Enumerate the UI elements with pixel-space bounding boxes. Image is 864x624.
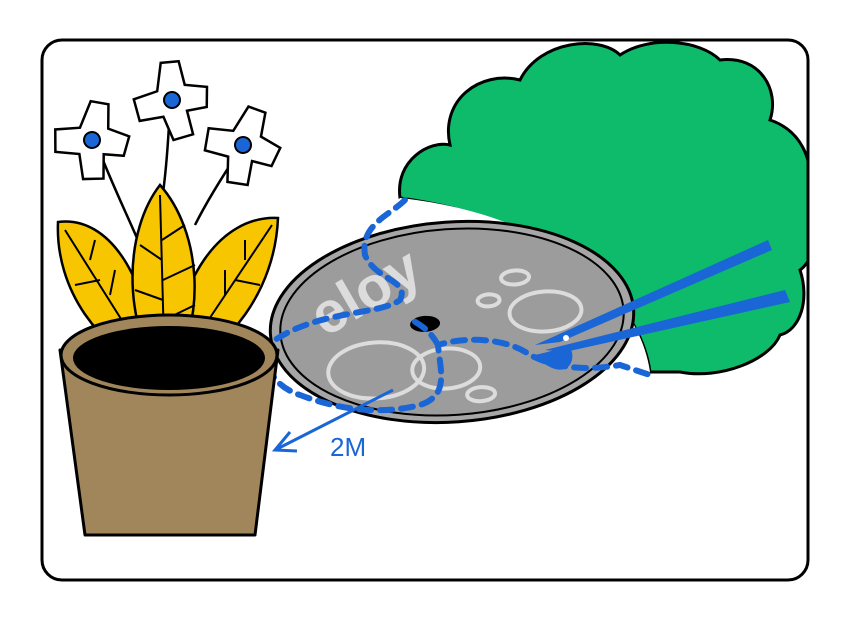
charging-disk xyxy=(268,219,636,425)
flower-pot xyxy=(58,313,280,537)
boundary-wire-path xyxy=(265,197,653,414)
distance-arrow xyxy=(271,388,394,453)
disk-circles xyxy=(326,268,584,404)
leaf-veins xyxy=(64,194,273,381)
flower xyxy=(54,99,131,181)
robot-mower-icon xyxy=(535,240,790,370)
flower xyxy=(132,59,209,142)
flower xyxy=(203,105,282,187)
bush xyxy=(398,40,808,376)
disk-center-hole xyxy=(410,315,441,332)
frame-border xyxy=(40,38,810,582)
distance-label: 2M xyxy=(330,432,366,462)
